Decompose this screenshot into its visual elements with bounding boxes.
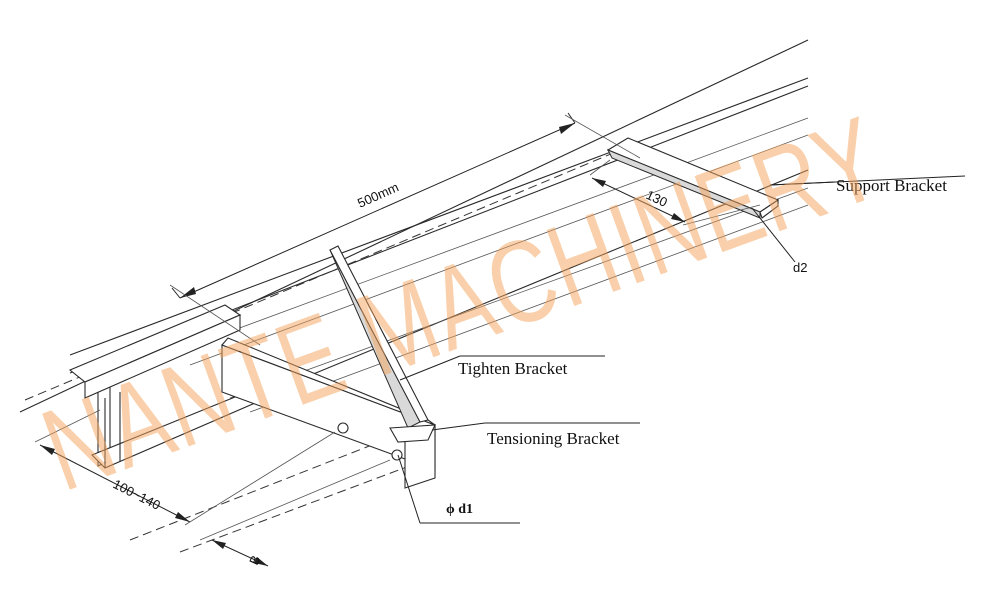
dimension-500mm-label: 500mm [355, 179, 401, 210]
watermark: NANTE MACHINERY [27, 92, 899, 516]
dimension-b-label: B [246, 553, 263, 567]
leader-lines [397, 175, 966, 524]
tensioning-bracket-label: Tensioning Bracket [487, 429, 620, 448]
dimension-500mm [169, 112, 641, 346]
diameter-d1-label: ϕ d1 [446, 502, 473, 517]
d2-label: d2 [793, 260, 807, 275]
support-bracket-part [606, 137, 780, 219]
center-lines [24, 147, 626, 553]
support-bracket-label: Support Bracket [836, 176, 947, 195]
tighten-bracket-label: Tighten Bracket [458, 359, 568, 378]
dimension-b [199, 459, 391, 567]
i-beam [68, 304, 257, 469]
dimension-100-140 [34, 409, 336, 526]
dimension-130 [589, 159, 761, 226]
tighten-bracket-part [329, 245, 436, 443]
